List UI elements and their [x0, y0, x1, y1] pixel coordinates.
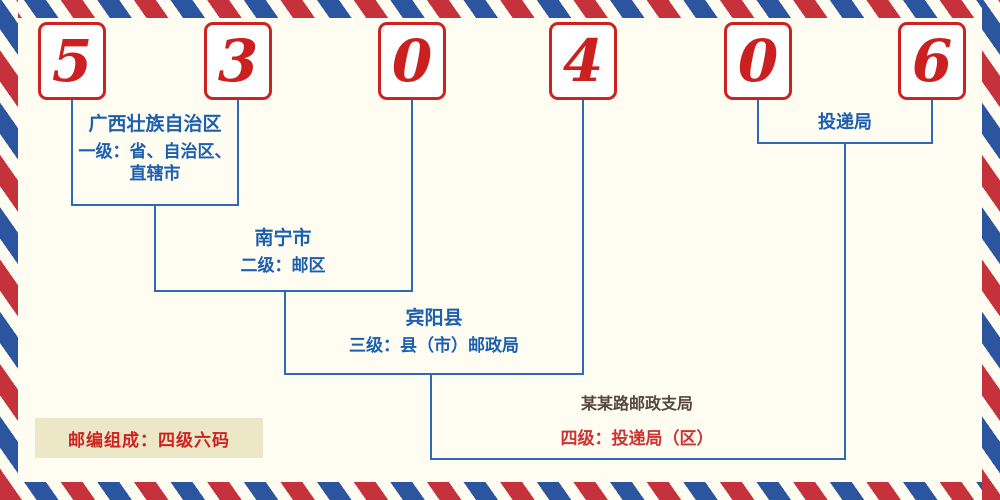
connector-digit6-down: [931, 100, 933, 144]
digit-1: 5: [51, 27, 93, 95]
airmail-border-bottom: [0, 482, 1000, 500]
connector-digit4-down: [582, 100, 584, 375]
connector-digit5-down: [757, 100, 759, 144]
digit-6: 6: [911, 27, 953, 95]
label-level3-place: 宾阳县: [405, 307, 463, 329]
digit-5: 0: [737, 27, 779, 95]
connector-digit3-down: [411, 100, 413, 292]
label-level1: 广西壮族自治区 一级：省、自治区、直辖市: [75, 112, 235, 185]
airmail-border-top: [0, 0, 1000, 18]
digit-box-4: 4: [549, 22, 617, 100]
digit-2: 3: [217, 27, 259, 95]
connector-bracket-level1: [71, 204, 239, 206]
digit-box-3: 0: [378, 22, 446, 100]
label-level1-place: 广西壮族自治区: [88, 113, 222, 135]
digit-box-2: 3: [204, 22, 272, 100]
postal-code-composition-badge: 邮编组成：四级六码: [35, 418, 263, 458]
connector-digit1-down: [71, 100, 73, 206]
digit-box-1: 5: [38, 22, 106, 100]
label-level2-desc: 二级：邮区: [240, 256, 326, 276]
digit-3: 0: [391, 27, 433, 95]
digit-box-5: 0: [724, 22, 792, 100]
digit-4: 4: [562, 27, 604, 95]
label-level2-place: 南宁市: [254, 227, 312, 249]
connector-level3-drop: [430, 375, 432, 460]
label-level4-place: 某某路邮政支局: [580, 394, 693, 413]
connector-digit2-down: [237, 100, 239, 206]
label-level3: 宾阳县 三级：县（市）邮政局: [294, 306, 574, 357]
connector-bracket-delivery: [757, 142, 933, 144]
label-delivery-bureau: 投递局: [818, 112, 872, 133]
digit-box-6: 6: [898, 22, 966, 100]
connector-level3-horizontal: [284, 373, 584, 375]
label-level2: 南宁市 二级：邮区: [183, 226, 383, 277]
connector-level4-horizontal: [430, 458, 846, 460]
label-level4-desc: 四级：投递局（区）: [560, 429, 714, 449]
airmail-border-right: [982, 0, 1000, 500]
label-level4: 某某路邮政支局 四级：投递局（区）: [487, 392, 787, 450]
airmail-border-left: [0, 0, 18, 500]
connector-level2-drop: [284, 292, 286, 375]
label-level1-desc: 一级：省、自治区、直辖市: [78, 142, 232, 184]
connector-level1-drop: [154, 206, 156, 292]
connector-level2-horizontal: [154, 290, 413, 292]
label-level3-desc: 三级：县（市）邮政局: [349, 336, 519, 356]
connector-delivery-drop: [844, 144, 846, 460]
